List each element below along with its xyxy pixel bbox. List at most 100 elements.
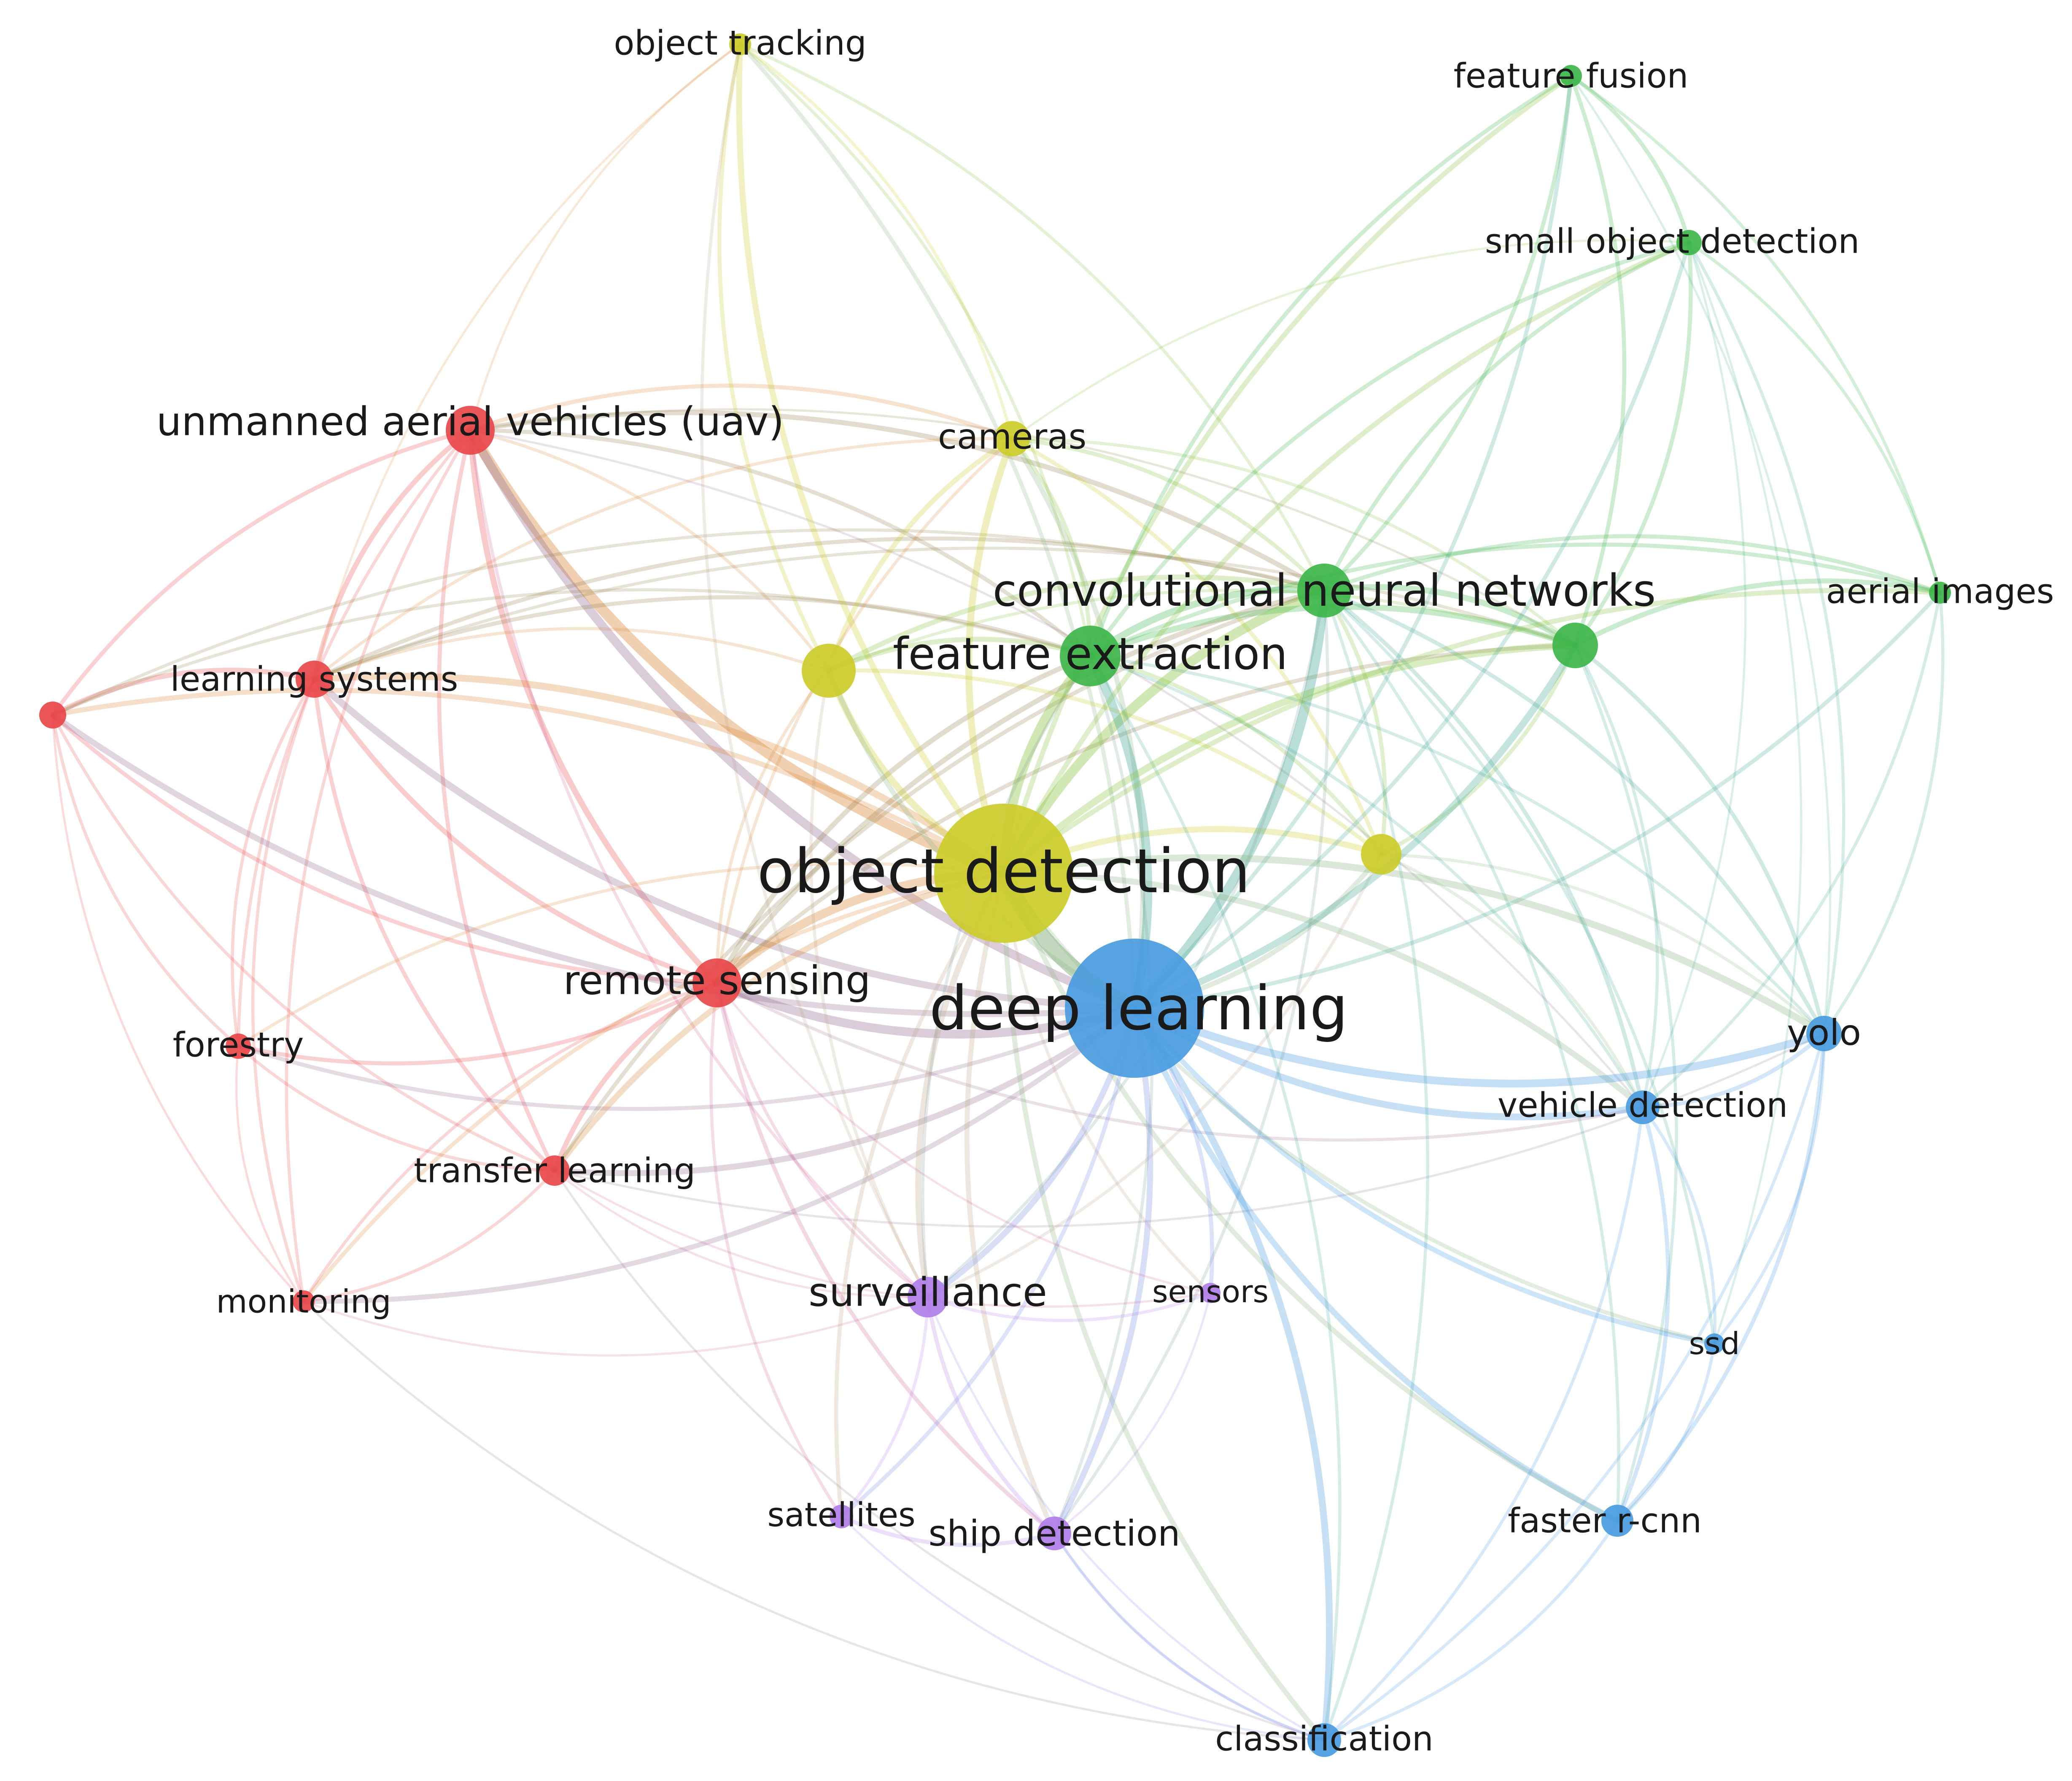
node-deep-learning[interactable] xyxy=(1065,939,1204,1078)
edge-uav-remote-sensing xyxy=(467,427,720,986)
node-faster-rcnn[interactable] xyxy=(1601,1505,1633,1537)
node-monitoring[interactable] xyxy=(293,1290,315,1312)
label-surveillance: surveillance xyxy=(808,1270,1047,1316)
edge-learning-systems-green-unlabeled xyxy=(313,546,1577,681)
edge-satellites-classification xyxy=(840,1515,1326,1741)
node-forestry[interactable] xyxy=(226,1034,251,1059)
node-learning-systems[interactable] xyxy=(296,661,333,698)
edge-yellow-unlabeled-1-yellow-unlabeled-2 xyxy=(827,668,1383,856)
label-satellites: satellites xyxy=(767,1496,915,1534)
edge-object-detection-yolo xyxy=(1000,854,1828,1037)
edge-green-unlabeled-aerial-images xyxy=(1573,578,1943,648)
edge-surveillance-satellites xyxy=(840,1295,930,1518)
edge-surveillance-monitoring xyxy=(302,1296,929,1357)
edge-feature-extraction-aerial-images xyxy=(1088,542,1942,658)
node-yolo[interactable] xyxy=(1806,1016,1842,1051)
node-red-unlabeled[interactable] xyxy=(39,702,66,729)
edge-feature-extraction-small-object-detection xyxy=(1088,240,1691,658)
edge-uav-green-unlabeled xyxy=(469,408,1576,647)
edge-uav-yellow-unlabeled-1 xyxy=(469,429,830,672)
edge-yolo-faster-rcnn xyxy=(1615,1031,1826,1523)
node-yellow-unlabeled-2[interactable] xyxy=(1361,834,1401,874)
edge-cnn-feature-fusion xyxy=(1322,74,1573,593)
edge-cnn-ship-detection xyxy=(1053,589,1330,1535)
edge-uav-feature-extraction xyxy=(468,428,1092,658)
edge-learning-systems-deep-learning xyxy=(310,675,1138,1012)
edge-learning-systems-remote-sensing xyxy=(312,677,719,985)
edge-remote-sensing-satellites xyxy=(709,981,843,1518)
edge-remote-sensing-green-unlabeled xyxy=(715,643,1577,985)
edge-small-object-detection-deep-learning xyxy=(1132,240,1691,1010)
edge-object-detection-ship-detection xyxy=(964,871,1057,1536)
edge-red-unlabeled-feature-extraction xyxy=(51,588,1092,717)
edge-cnn-ssd xyxy=(1323,589,1716,1345)
node-classification[interactable] xyxy=(1307,1723,1341,1757)
node-cnn[interactable] xyxy=(1297,564,1351,618)
edge-red-unlabeled-cnn xyxy=(51,528,1326,717)
label-feature-fusion: feature fusion xyxy=(1454,57,1689,96)
edge-monitoring-classification xyxy=(302,1300,1326,1741)
node-remote-sensing[interactable] xyxy=(692,958,741,1007)
edge-forestry-deep-learning xyxy=(236,1006,1137,1111)
edge-transfer-learning-cnn xyxy=(552,588,1326,1173)
edge-learning-systems-feature-extraction xyxy=(312,595,1092,681)
edge-uav-transfer-learning xyxy=(437,428,557,1173)
edge-uav-object-detection xyxy=(465,425,1009,879)
node-aerial-images[interactable] xyxy=(1929,582,1951,604)
edge-feature-fusion-object-detection xyxy=(1001,73,1574,876)
node-transfer-learning[interactable] xyxy=(539,1155,570,1186)
edge-uav-cameras xyxy=(468,383,1014,441)
node-vehicle-detection[interactable] xyxy=(1626,1090,1660,1124)
edge-transfer-learning-deep-learning xyxy=(552,1005,1137,1177)
label-remote-sensing: remote sensing xyxy=(563,958,871,1004)
edge-cameras-yellow-unlabeled-1 xyxy=(826,436,1015,673)
edge-feature-fusion-aerial-images xyxy=(1569,74,1942,594)
node-small-object-detection[interactable] xyxy=(1676,230,1702,255)
node-uav[interactable] xyxy=(446,406,495,455)
node-object-detection[interactable] xyxy=(934,804,1073,943)
edge-object-tracking-cameras xyxy=(738,43,1014,440)
edge-object-tracking-object-detection xyxy=(736,41,1007,876)
edge-cnn-vehicle-detection xyxy=(1322,588,1645,1109)
edge-vehicle-detection-ssd xyxy=(1641,1106,1716,1345)
node-surveillance[interactable] xyxy=(908,1277,948,1317)
edge-yellow-unlabeled-2-cnn xyxy=(1322,588,1387,856)
edge-cnn-faster-rcnn xyxy=(1323,589,1620,1522)
edge-cnn-aerial-images xyxy=(1322,534,1942,595)
edge-yellow-unlabeled-2-vehicle-detection xyxy=(1380,853,1644,1109)
edge-faster-rcnn-classification xyxy=(1323,1519,1619,1742)
edge-feature-extraction-vehicle-detection xyxy=(1089,654,1644,1109)
node-feature-extraction[interactable] xyxy=(1060,626,1121,686)
node-feature-fusion[interactable] xyxy=(1560,65,1582,87)
edge-vehicle-detection-classification xyxy=(1323,1106,1644,1742)
node-sensors[interactable] xyxy=(1200,1283,1221,1303)
edge-feature-extraction-ship-detection xyxy=(1053,654,1154,1535)
edge-remote-sensing-monitoring xyxy=(302,981,719,1303)
node-satellites[interactable] xyxy=(830,1505,853,1528)
edge-green-unlabeled-faster-rcnn xyxy=(1574,644,1678,1522)
node-ssd[interactable] xyxy=(1704,1333,1724,1354)
edge-yellow-unlabeled-2-yolo xyxy=(1380,853,1826,1035)
node-object-tracking[interactable] xyxy=(729,33,751,55)
edge-cnn-small-object-detection xyxy=(1322,240,1691,593)
edge-classification-transfer-learning xyxy=(553,1169,1326,1741)
edge-cameras-small-object-detection xyxy=(1011,239,1690,440)
edge-surveillance-ship-detection xyxy=(926,1295,1056,1535)
node-ship-detection[interactable] xyxy=(1037,1517,1071,1550)
edge-small-object-detection-vehicle-detection xyxy=(1641,241,1747,1109)
edge-learning-systems-cnn xyxy=(312,536,1326,681)
edge-cnn-deep-learning xyxy=(1129,586,1329,1013)
edge-cnn-green-unlabeled xyxy=(1321,584,1578,648)
edge-object-tracking-yellow-unlabeled-1 xyxy=(717,42,831,673)
node-yellow-unlabeled-1[interactable] xyxy=(802,644,856,698)
edge-cameras-deep-learning xyxy=(1010,436,1145,1011)
label-feature-extraction: feature extraction xyxy=(893,628,1288,680)
edges-layer xyxy=(50,41,1945,1744)
node-cameras[interactable] xyxy=(994,421,1030,456)
edge-learning-systems-red-unlabeled xyxy=(50,667,317,718)
edge-small-object-detection-ssd xyxy=(1688,241,1803,1345)
node-green-unlabeled[interactable] xyxy=(1552,623,1598,668)
edge-cnn-feature-extraction xyxy=(1086,586,1328,660)
